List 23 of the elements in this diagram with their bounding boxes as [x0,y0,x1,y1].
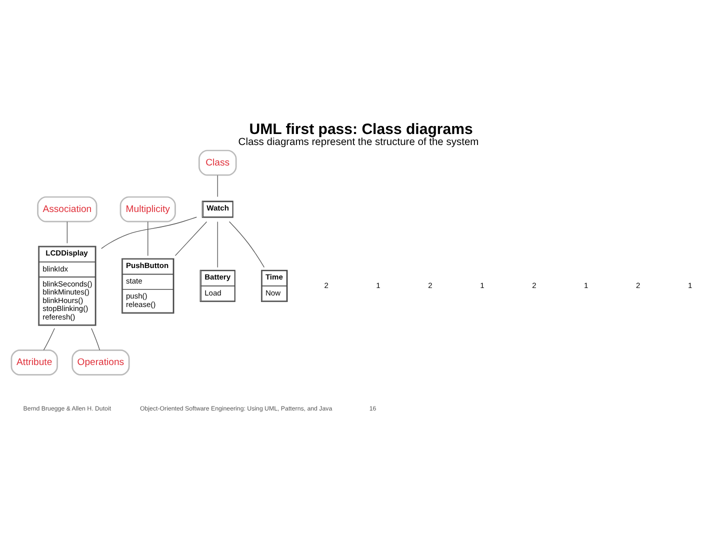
node-box: Association [37,196,98,222]
label: 2 [428,280,432,290]
node-box: Operations [72,348,130,375]
connector [174,220,208,256]
connector [228,220,265,268]
node-box: Class [198,149,237,176]
label: 2 [324,280,328,290]
connector [217,220,218,268]
connector [66,220,68,244]
label: 1 [480,280,484,290]
label: 1 [376,280,380,290]
caption: Class diagrams represent the structure of the system [238,136,479,148]
connector [217,174,218,197]
node-box: Attribute [10,348,58,375]
connector [43,328,55,350]
label: 1 [584,280,588,290]
node-box: Multiplicity [120,196,176,222]
connector [101,216,197,248]
diagram-title: UML first pass: Class diagrams [249,120,473,138]
connector [91,328,100,350]
label: 1 [688,280,692,290]
label: 2 [532,280,536,290]
label: 2 [636,280,640,290]
